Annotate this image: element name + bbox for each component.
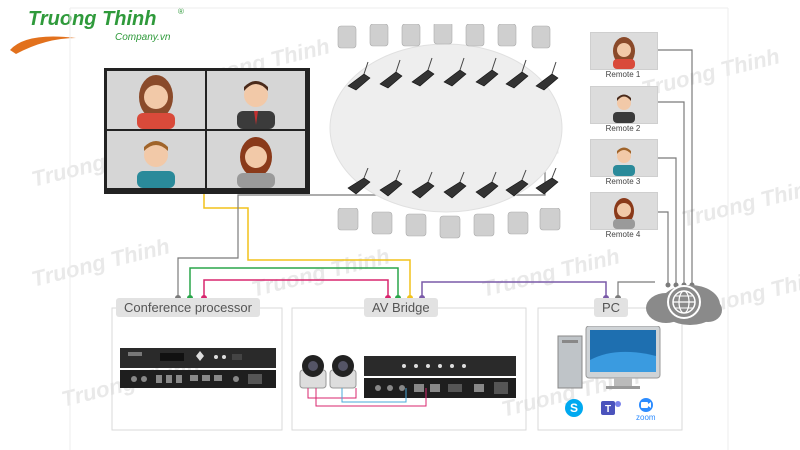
gray-connection-table bbox=[177, 80, 546, 298]
purple-connection bbox=[421, 281, 607, 298]
participant-tile bbox=[207, 131, 305, 188]
zoom-icon bbox=[636, 398, 656, 417]
person-female-avatar bbox=[237, 137, 275, 188]
person-male-avatar bbox=[237, 81, 275, 129]
remote-4-avatar bbox=[590, 192, 658, 230]
av-bridge-label: AV Bridge bbox=[364, 298, 438, 317]
pc-workstation bbox=[556, 325, 664, 399]
pc-label: PC bbox=[594, 298, 629, 317]
person-female-avatar bbox=[137, 75, 175, 129]
chair-row-bottom bbox=[336, 207, 566, 249]
magenta-connection bbox=[203, 279, 389, 298]
ptz-camera-left bbox=[298, 352, 328, 395]
logo-sub: Company.vn bbox=[115, 32, 171, 43]
svg-text:S: S bbox=[570, 401, 578, 415]
participant-tile bbox=[207, 71, 305, 129]
av-bridge-device bbox=[364, 356, 516, 409]
participant-tile bbox=[107, 131, 205, 188]
logo-registered: ® bbox=[178, 7, 184, 16]
conference-processor-device bbox=[120, 348, 276, 395]
chair-row-top bbox=[336, 21, 566, 63]
video-wall-display bbox=[104, 68, 310, 194]
cloud-icon bbox=[646, 285, 722, 325]
remote-1-avatar bbox=[590, 32, 658, 70]
teams-icon: T bbox=[600, 398, 622, 423]
skype-icon: S bbox=[564, 398, 584, 423]
green-connection bbox=[189, 267, 399, 298]
zoom-label: zoom bbox=[636, 413, 656, 422]
ptz-camera-right bbox=[328, 352, 358, 395]
remote-3-label: Remote 3 bbox=[605, 177, 641, 186]
logo-swoosh bbox=[10, 36, 76, 54]
logo-name: Truong Thinh bbox=[28, 8, 157, 30]
remote-1-label: Remote 1 bbox=[605, 70, 641, 79]
participant-tile bbox=[107, 71, 205, 129]
remote-2-label: Remote 2 bbox=[605, 124, 641, 133]
svg-text:T: T bbox=[605, 404, 611, 415]
camera-cables bbox=[307, 388, 427, 407]
microphones-top bbox=[344, 56, 564, 101]
remote-3-avatar bbox=[590, 139, 658, 177]
remote-2-avatar bbox=[590, 86, 658, 124]
yellow-connection bbox=[203, 188, 411, 300]
microphones-bottom bbox=[344, 167, 564, 213]
remote-4-label: Remote 4 bbox=[605, 230, 641, 239]
person-male-avatar bbox=[137, 141, 175, 188]
conference-processor-label: Conference processor bbox=[116, 298, 260, 317]
